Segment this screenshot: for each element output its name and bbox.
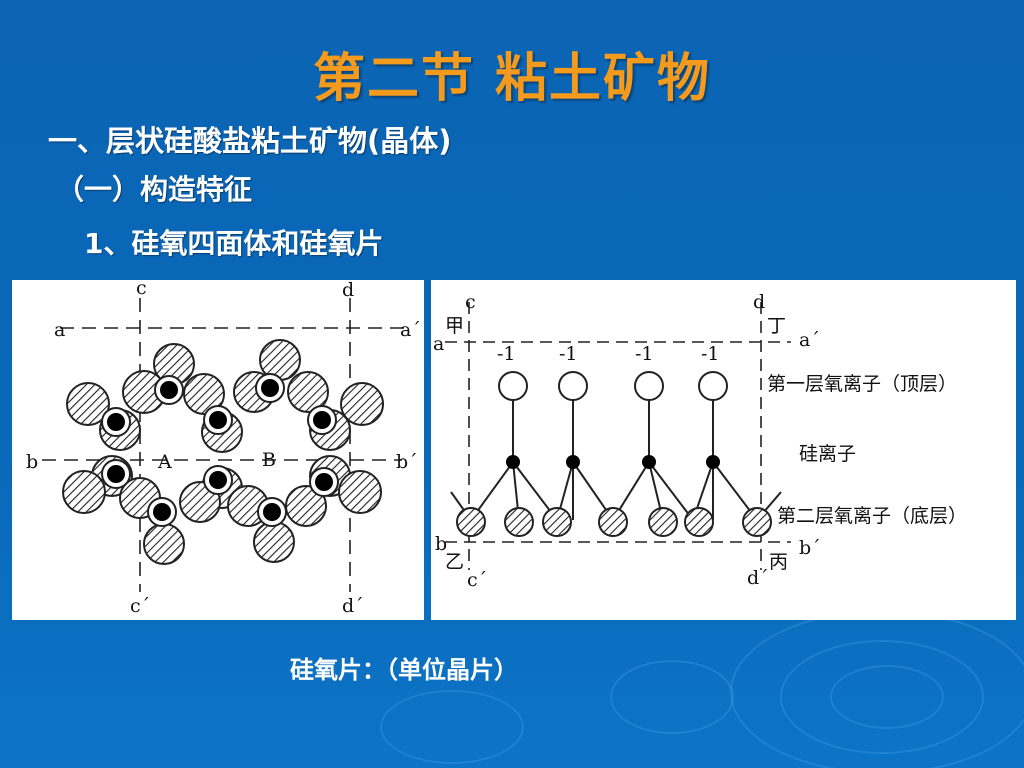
label-a: a — [433, 333, 444, 355]
silica-sheet-top-view-panel: c d a a´ b b´ c´ d´ A B — [12, 280, 424, 620]
label-b: b — [435, 533, 447, 555]
ripple-decoration — [830, 665, 944, 729]
label-b-prime: b´ — [396, 451, 418, 473]
charge-label: -1 — [635, 343, 654, 365]
diagram-caption: 硅氧片：（单位晶片） — [290, 656, 518, 684]
charge-label: -1 — [701, 343, 720, 365]
ripple-decoration — [730, 610, 1024, 768]
section-heading: 一、层状硅酸盐粘土矿物(晶体) — [48, 124, 452, 158]
top-layer-label: 第一层氧离子（顶层） — [767, 373, 957, 395]
topic-heading: 1、硅氧四面体和硅氧片 — [84, 227, 384, 260]
silica-sheet-side-view: c d 甲 丁 a a´ -1 -1 -1 -1 第一层氧离子（顶层） 硅离子 … — [433, 291, 967, 591]
label-bing: 丙 — [769, 551, 788, 573]
label-d: d — [753, 291, 765, 313]
label-ring-a: A — [157, 451, 172, 473]
label-c-prime: c´ — [467, 569, 487, 591]
bottom-layer-label: 第二层氧离子（底层） — [777, 505, 967, 527]
label-c: c — [465, 291, 476, 313]
label-jia: 甲 — [445, 315, 464, 337]
label-a: a — [54, 319, 65, 341]
ripple-decoration — [380, 690, 524, 764]
label-a-prime: a´ — [400, 319, 421, 341]
subsection-heading: （一）构造特征 — [56, 173, 253, 206]
label-yi: 乙 — [445, 551, 464, 573]
label-d-prime: d´ — [747, 567, 769, 589]
label-c: c — [136, 280, 147, 299]
ripple-decoration — [780, 640, 984, 754]
label-d: d — [342, 280, 354, 301]
label-a-prime: a´ — [799, 329, 820, 351]
ripple-decoration — [610, 660, 734, 734]
label-ding: 丁 — [767, 315, 786, 337]
slide-title: 第二节 粘土矿物 — [312, 49, 712, 109]
charge-label: -1 — [497, 343, 516, 365]
silica-sheet-top-view: c d a a´ b b´ c´ d´ A B — [26, 280, 421, 617]
label-b-prime: b´ — [799, 537, 821, 559]
label-b: b — [26, 451, 38, 473]
label-d-prime: d´ — [342, 595, 364, 617]
label-c-prime: c´ — [130, 595, 150, 617]
silicon-ion-label: 硅离子 — [799, 443, 856, 465]
charge-label: -1 — [559, 343, 578, 365]
silica-sheet-side-view-panel: c d 甲 丁 a a´ -1 -1 -1 -1 第一层氧离子（顶层） 硅离子 … — [431, 280, 1016, 620]
label-ring-b: B — [262, 449, 276, 471]
